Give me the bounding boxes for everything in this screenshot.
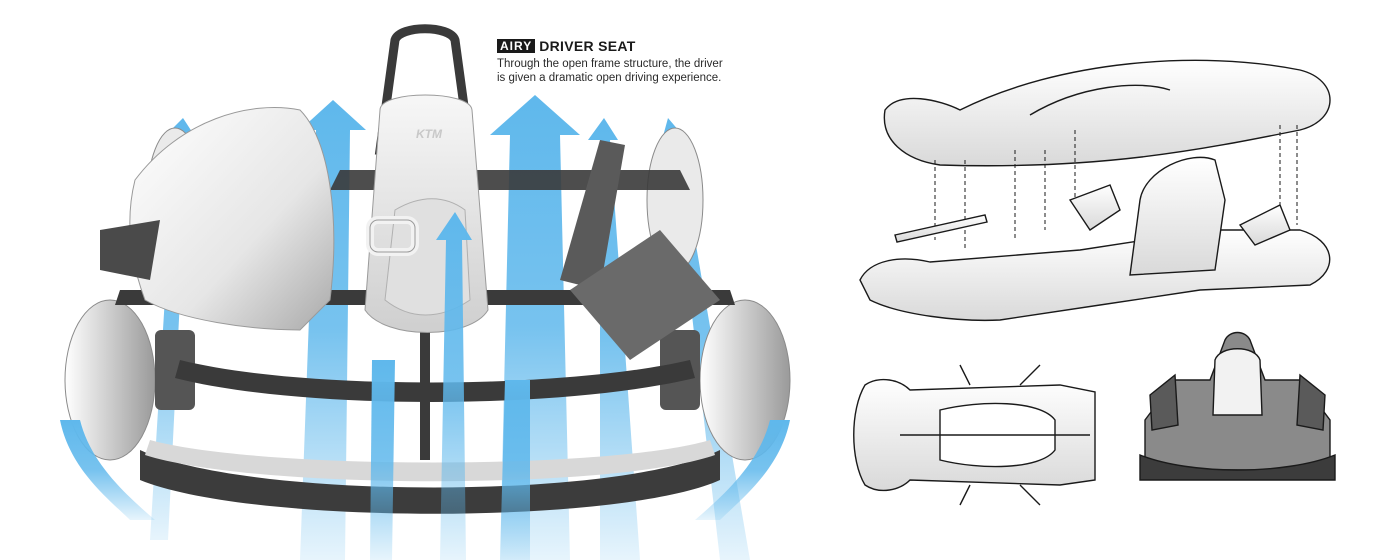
caption-line-1: Through the open frame structure, the dr… xyxy=(497,58,723,70)
upper-canopy xyxy=(883,59,1331,167)
airflow-arrow-outer-right xyxy=(695,420,790,520)
right-wing-sketch xyxy=(1238,204,1291,246)
right-side-panel xyxy=(570,230,720,360)
airflow-arrow-inner-mid xyxy=(500,380,530,560)
driver-seat: KTM xyxy=(364,24,489,333)
front-view-wing-right xyxy=(1296,373,1326,431)
airflow-arrows-front xyxy=(60,212,790,560)
front-bumper-top xyxy=(145,440,715,482)
caption-line-2: is given a dramatic open driving experie… xyxy=(497,72,722,84)
left-sidepod-vent xyxy=(100,220,160,280)
top-view-sketch xyxy=(853,364,1096,506)
caption-block: AIRY DRIVER SEAT Through the open frame … xyxy=(497,38,797,85)
exploded-view-sketch xyxy=(859,59,1331,322)
seat-frame-sketch xyxy=(1129,156,1226,276)
seat-headrest-frame xyxy=(374,24,476,155)
brand-badge: AIRY xyxy=(497,39,536,53)
caption-title: AIRY DRIVER SEAT xyxy=(497,38,797,54)
front-bumper xyxy=(140,450,720,514)
airflow-arrow-outer-left xyxy=(60,420,155,520)
bar-sketch xyxy=(894,214,988,243)
front-view-wing-left xyxy=(1149,373,1179,431)
front-view-bumper xyxy=(1139,453,1336,481)
caption-heading: DRIVER SEAT xyxy=(539,38,636,54)
seat-logo: KTM xyxy=(416,127,443,141)
right-side-wing xyxy=(560,140,625,290)
airflow-arrow-inner-left xyxy=(370,360,395,560)
left-wing-sketch xyxy=(1068,184,1121,231)
left-wheel-hub xyxy=(155,330,195,410)
airflow-arrow-seat xyxy=(436,212,472,560)
airflow-arrow-far-left xyxy=(150,118,196,540)
caption-description: Through the open frame structure, the dr… xyxy=(497,57,797,85)
front-view-seat xyxy=(1212,348,1263,416)
main-kart-render: KTM xyxy=(60,24,791,560)
front-view-sketch xyxy=(1139,331,1336,481)
